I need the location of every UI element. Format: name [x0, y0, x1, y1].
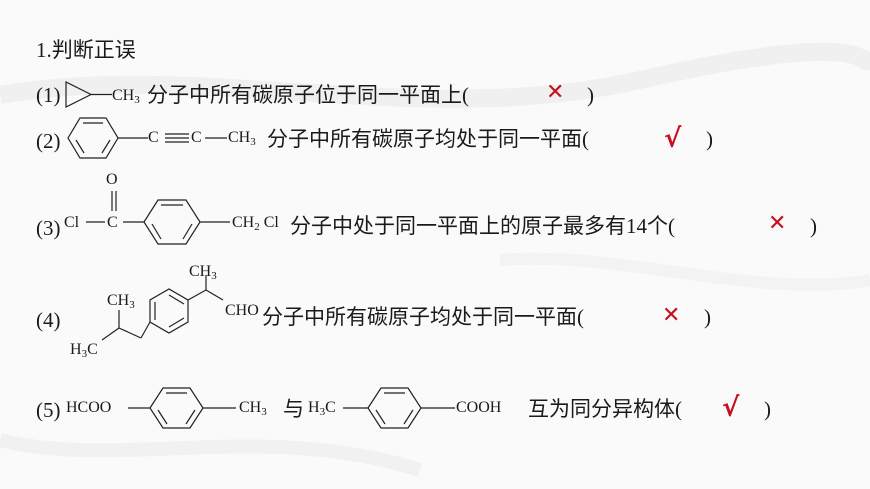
formula-hcoo: HCOO	[66, 399, 112, 416]
statement: 分子中所有碳原子均处于同一平面(	[262, 305, 584, 329]
close-paren: )	[587, 83, 594, 107]
formula-cl: Cl	[64, 214, 80, 231]
formula-c1: C	[148, 129, 159, 146]
benzene-ring-structure	[67, 117, 148, 159]
statement: 分子中所有碳原子位于同一平面上(	[147, 83, 469, 107]
close-paren: )	[706, 127, 713, 151]
wrong-mark-icon: ✕	[546, 80, 565, 105]
statement: 分子中所有碳原子均处于同一平面(	[267, 127, 589, 151]
section-title: 1.判断正误	[36, 38, 136, 62]
formula-o: O	[106, 171, 118, 188]
cyclopropane-structure	[65, 81, 112, 108]
formula-ch3-left: CH3	[107, 292, 135, 311]
formula-ch2cl: CH2 Cl	[232, 214, 279, 233]
benzene-ring-structure-1	[128, 387, 236, 429]
item-number: (1)	[36, 83, 61, 107]
formula-h3c: H3C	[308, 399, 336, 418]
correct-mark-icon: √	[722, 393, 740, 423]
statement: 分子中处于同一平面上的原子最多有14个(	[290, 214, 675, 238]
formula-h3c: H3C	[70, 341, 98, 360]
triple-bond	[165, 133, 189, 143]
close-paren: )	[810, 214, 817, 238]
close-paren: )	[704, 305, 711, 329]
wrong-mark-icon: ✕	[768, 211, 787, 236]
close-paren: )	[764, 397, 771, 421]
item-number: (2)	[36, 129, 61, 153]
item-number: (4)	[36, 308, 61, 332]
formula-c2: C	[191, 129, 202, 146]
acyl-chloride-benzene-structure	[86, 191, 230, 245]
item-number: (5)	[36, 398, 61, 422]
single-bond	[205, 137, 227, 139]
conjunction: 与	[283, 397, 304, 421]
statement: 互为同分异构体(	[528, 397, 682, 421]
formula-c: C	[107, 214, 118, 231]
wrong-mark-icon: ✕	[662, 303, 681, 328]
formula-ch3: CH3	[228, 129, 256, 148]
correct-mark-icon: √	[664, 124, 682, 154]
ibuprofen-aldehyde-structure	[101, 275, 224, 341]
item-number: (3)	[36, 216, 61, 240]
formula-cooh: COOH	[456, 399, 502, 416]
formula-ch3: CH3	[112, 87, 140, 106]
formula-cho: CHO	[225, 302, 259, 319]
formula-ch3: CH3	[239, 399, 267, 418]
benzene-ring-structure-2	[343, 387, 455, 429]
